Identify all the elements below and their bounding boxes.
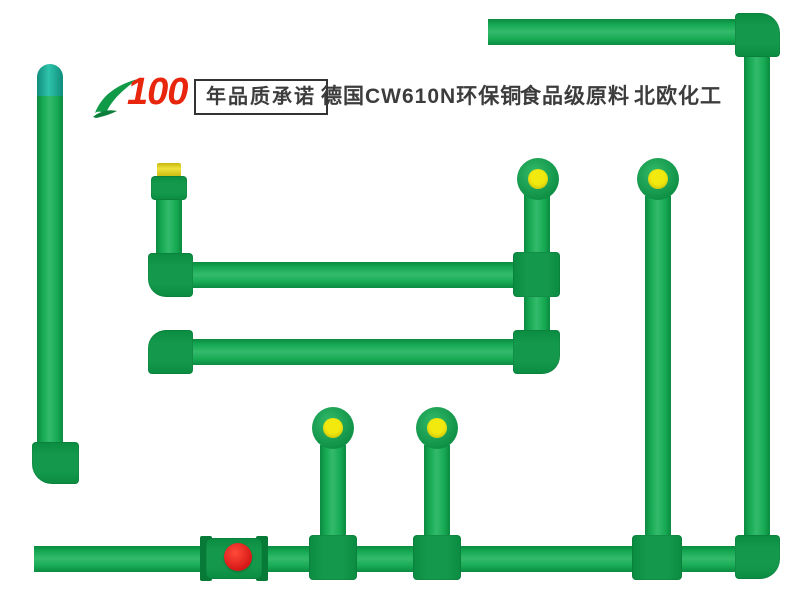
leaf-icon: [93, 79, 138, 118]
flange-yellow-cap: [427, 418, 447, 438]
pipe-stub-riser-2: [424, 445, 450, 551]
pipe-stub-riser-1: [320, 445, 346, 551]
tap-brass-top-icon: [157, 163, 181, 177]
pipe-end-flange-icon-3: [312, 407, 354, 449]
feature-borealis: 北欧化工: [634, 85, 722, 108]
pipe-top-horizontal: [488, 19, 744, 45]
flange-yellow-cap: [528, 169, 548, 189]
pipe-upper-horizontal: [190, 262, 520, 288]
pipe-end-flange-icon-1: [517, 158, 559, 200]
elbow-branch-bottom: [513, 330, 560, 374]
pipe-tap-riser: [156, 196, 182, 258]
pipe-end-flange-icon-2: [637, 158, 679, 200]
pipe-left-vertical: [37, 92, 63, 448]
pipe-bottom-horizontal: [34, 546, 740, 572]
pipe-cap-teal-icon: [37, 64, 63, 96]
elbow-bottom-right: [735, 535, 780, 579]
tap-socket: [151, 176, 187, 200]
tee-bottom-1: [309, 535, 357, 580]
pipe-tall-riser: [645, 196, 671, 548]
feature-german-copper: 德国CW610N环保铜: [321, 85, 523, 108]
pipe-branch-drop: [524, 294, 550, 336]
flange-yellow-cap: [323, 418, 343, 438]
pipe-end-flange-icon-4: [416, 407, 458, 449]
valve-handle-icon: [224, 543, 252, 571]
slogan-box: 年品质承诺: [194, 79, 328, 115]
elbow-lower-left: [148, 330, 193, 374]
logo-number: 100: [127, 71, 188, 113]
feature-food-grade: 食品级原料: [520, 85, 630, 108]
elbow-upper-left: [148, 253, 193, 297]
tee-bottom-3: [632, 535, 682, 580]
tee-branch: [513, 252, 560, 297]
pipe-right-vertical: [744, 48, 770, 544]
flange-yellow-cap: [648, 169, 668, 189]
pipe-branch-riser: [524, 192, 550, 258]
pipe-lower-horizontal: [193, 339, 518, 365]
elbow-left-bottom: [32, 442, 79, 484]
tee-bottom-2: [413, 535, 461, 580]
elbow-top-right: [735, 13, 780, 57]
